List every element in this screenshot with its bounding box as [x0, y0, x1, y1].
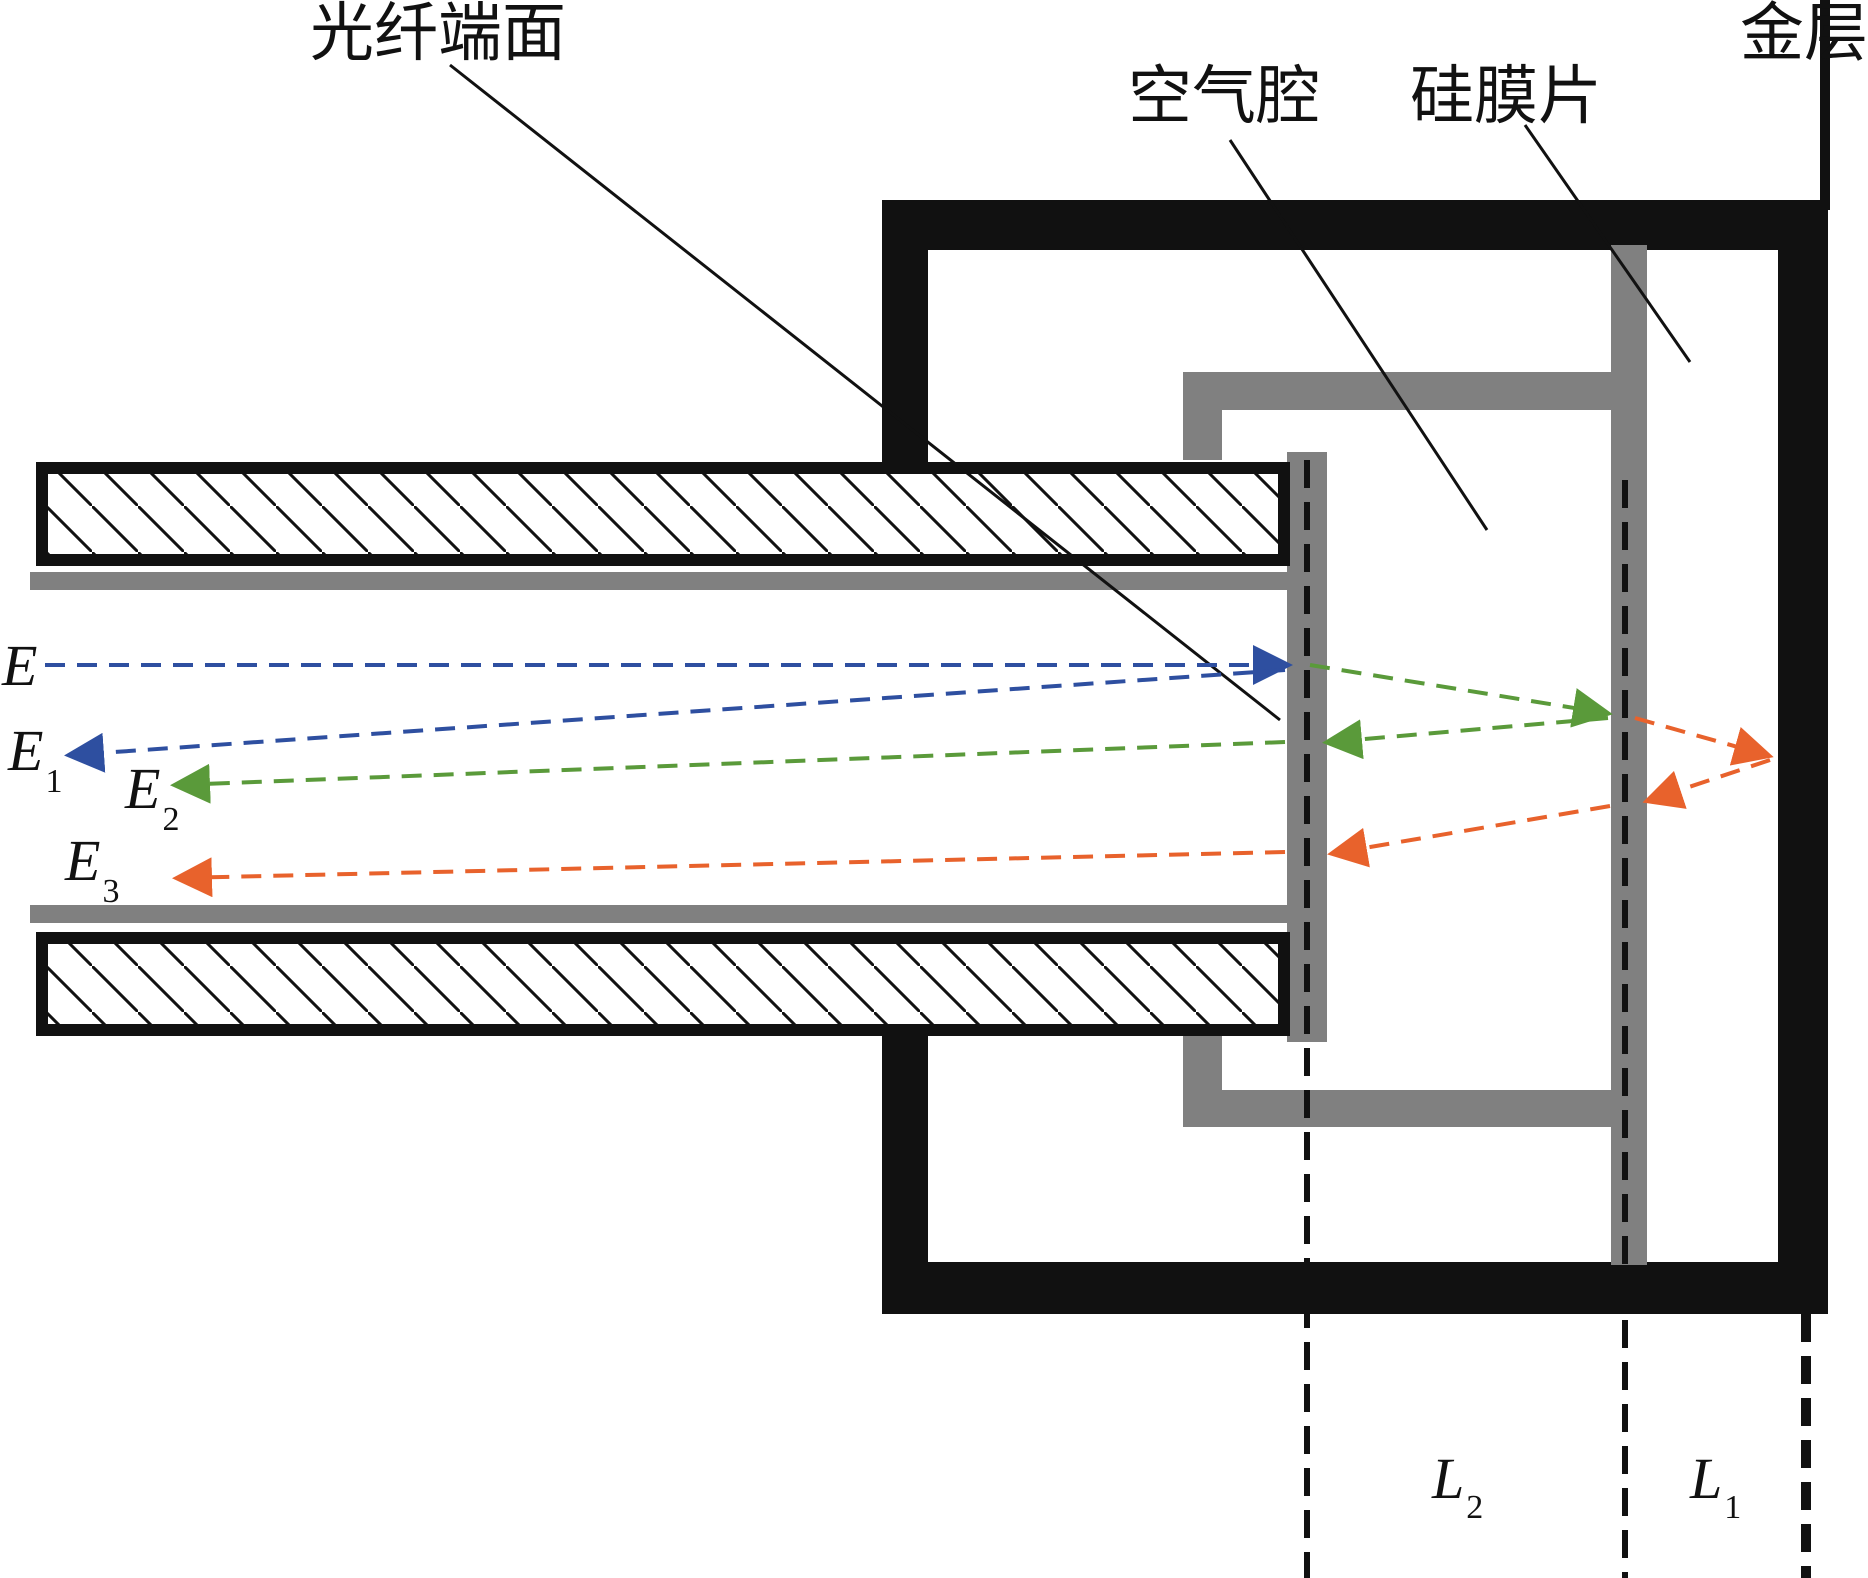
fiber-end-leader — [449, 63, 1281, 722]
gold-reflection-back — [1642, 758, 1771, 809]
reflected-ray-e3 — [172, 850, 1286, 898]
reflected-ray-e1 — [64, 668, 1286, 773]
gold-layer-label: 金层 — [1740, 0, 1868, 71]
housing — [882, 0, 1830, 1314]
leader-lines — [449, 63, 1692, 722]
fiber-cladding — [36, 462, 1290, 1036]
fiber-end-face-label: 光纤端面 — [310, 0, 566, 71]
diaphragm-reflection-back — [1322, 716, 1609, 760]
e2-label: E2 — [124, 756, 179, 838]
gray-inner-structure — [30, 245, 1647, 1265]
air-cavity-leader — [1228, 139, 1489, 531]
e3-label: E3 — [64, 828, 119, 910]
light-rays — [45, 645, 1774, 898]
e1-label: E1 — [7, 718, 62, 800]
silicon-diaphragm-label: 硅膜片 — [1410, 60, 1602, 134]
orange-return-to-fiber — [1327, 804, 1611, 868]
incident-label: E — [1, 633, 37, 698]
transmitted-ray-to-diaphragm — [1309, 663, 1613, 728]
l2-label: L2 — [1431, 1446, 1483, 1526]
air-cavity-label: 空气腔 — [1128, 60, 1320, 134]
reference-lines — [1304, 460, 1811, 1578]
l1-label: L1 — [1689, 1446, 1741, 1526]
ray-to-gold-layer — [1634, 716, 1774, 766]
reflected-ray-e2 — [170, 740, 1286, 804]
silicon-leader — [1523, 124, 1692, 363]
